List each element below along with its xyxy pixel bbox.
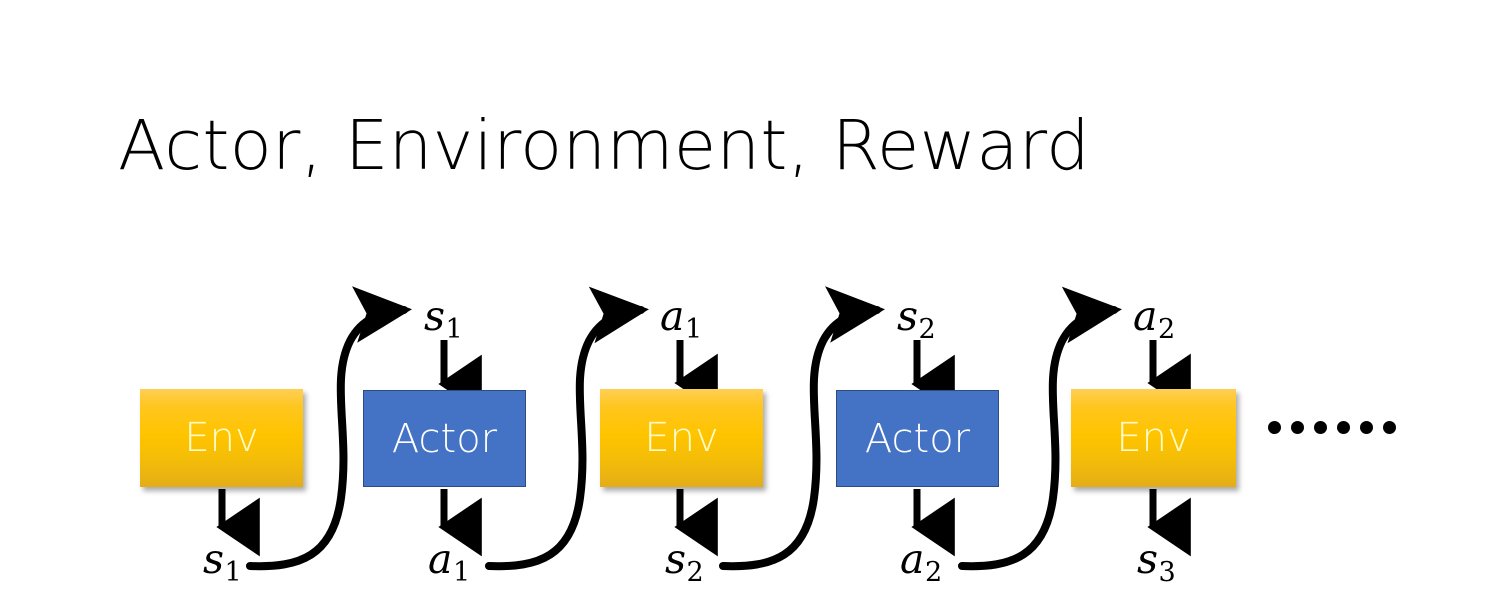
bottom-label-s3-sub: 3: [1158, 557, 1176, 589]
env-box-1-label: Env: [184, 415, 259, 461]
bottom-label-s1-sub: 1: [224, 557, 242, 589]
env-box-2-label: Env: [644, 415, 719, 461]
top-label-a1: a1: [660, 296, 703, 346]
bottom-label-a1: a1: [428, 539, 471, 589]
ellipsis-dot: [1337, 421, 1350, 434]
continuation-ellipsis: [1268, 421, 1396, 434]
bottom-label-a2: a2: [900, 539, 943, 589]
curve-a1-to-env2: [485, 286, 649, 571]
top-label-a2: a2: [1133, 296, 1176, 346]
env-box-3-label: Env: [1116, 415, 1191, 461]
top-label-a1-sub: 1: [684, 314, 703, 346]
bottom-label-a1-var: a: [428, 535, 453, 583]
page-title: Actor, Environment, Reward: [118, 106, 1091, 186]
ellipsis-dot: [1383, 421, 1396, 434]
env-box-1[interactable]: Env: [140, 389, 303, 487]
actor-box-1[interactable]: Actor: [363, 390, 526, 487]
bottom-label-s2-var: s: [665, 535, 687, 583]
top-label-to-box-arrows: [438, 340, 1191, 414]
top-label-s1: s1: [424, 296, 463, 346]
curve-s1-to-actor1: [246, 286, 412, 571]
env-box-2[interactable]: Env: [600, 389, 763, 487]
curve-s2-to-actor2: [719, 286, 885, 571]
bottom-label-a1-sub: 1: [452, 557, 471, 589]
bottom-label-s2: s2: [665, 539, 704, 589]
actor-box-2[interactable]: Actor: [836, 390, 999, 487]
env-box-3[interactable]: Env: [1071, 389, 1236, 487]
bottom-label-a2-var: a: [900, 535, 925, 583]
ellipsis-dot: [1268, 421, 1281, 434]
ellipsis-group-2: [1337, 421, 1396, 434]
bottom-label-s1-var: s: [203, 535, 225, 583]
ellipsis-dot: [1291, 421, 1304, 434]
top-label-s1-var: s: [424, 292, 446, 340]
top-label-a2-var: a: [1133, 292, 1158, 340]
ellipsis-dot: [1360, 421, 1373, 434]
top-label-a2-sub: 2: [1157, 314, 1176, 346]
top-label-a1-var: a: [660, 292, 685, 340]
box-to-bottom-label-arrows: [216, 489, 1191, 557]
top-label-s1-sub: 1: [445, 314, 463, 346]
bottom-label-s2-sub: 2: [686, 557, 704, 589]
actor-box-1-label: Actor: [391, 415, 498, 462]
curve-a2-to-env3: [958, 286, 1122, 571]
bottom-label-s3-var: s: [1137, 535, 1159, 583]
ellipsis-dot: [1314, 421, 1327, 434]
bottom-label-s1: s1: [203, 539, 242, 589]
top-label-s2-var: s: [897, 292, 919, 340]
trajectory-curves: [246, 286, 1122, 571]
bottom-label-s3: s3: [1137, 539, 1176, 589]
bottom-label-a2-sub: 2: [924, 557, 943, 589]
ellipsis-group-1: [1268, 421, 1327, 434]
top-label-s2-sub: 2: [918, 314, 936, 346]
top-label-s2: s2: [897, 296, 936, 346]
actor-box-2-label: Actor: [864, 415, 971, 462]
